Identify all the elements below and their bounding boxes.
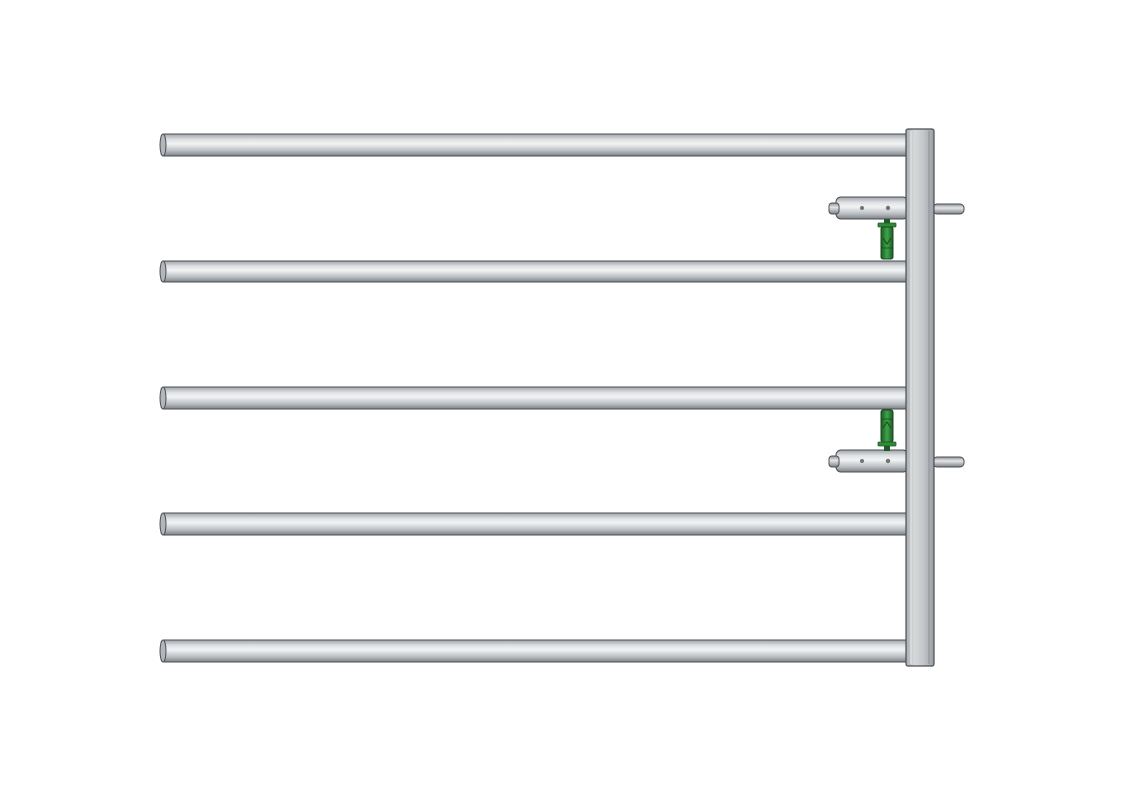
rail-3 <box>159 386 912 410</box>
gate-rails <box>159 133 912 663</box>
rail-1 <box>159 133 912 157</box>
hinge-collar-upper <box>835 196 909 220</box>
hinge-lower <box>828 409 965 473</box>
rail-4 <box>159 512 912 536</box>
hinge-pin-upper <box>932 203 965 215</box>
green-latch-clip-icon <box>877 409 897 451</box>
green-latch-clip-icon <box>877 219 897 260</box>
hinge-upper <box>828 196 965 260</box>
hinge-collar-lower <box>835 449 909 473</box>
rail-5 <box>159 639 912 663</box>
end-post <box>905 128 935 667</box>
rail-2 <box>159 260 912 283</box>
hinge-pin-lower <box>932 456 965 468</box>
